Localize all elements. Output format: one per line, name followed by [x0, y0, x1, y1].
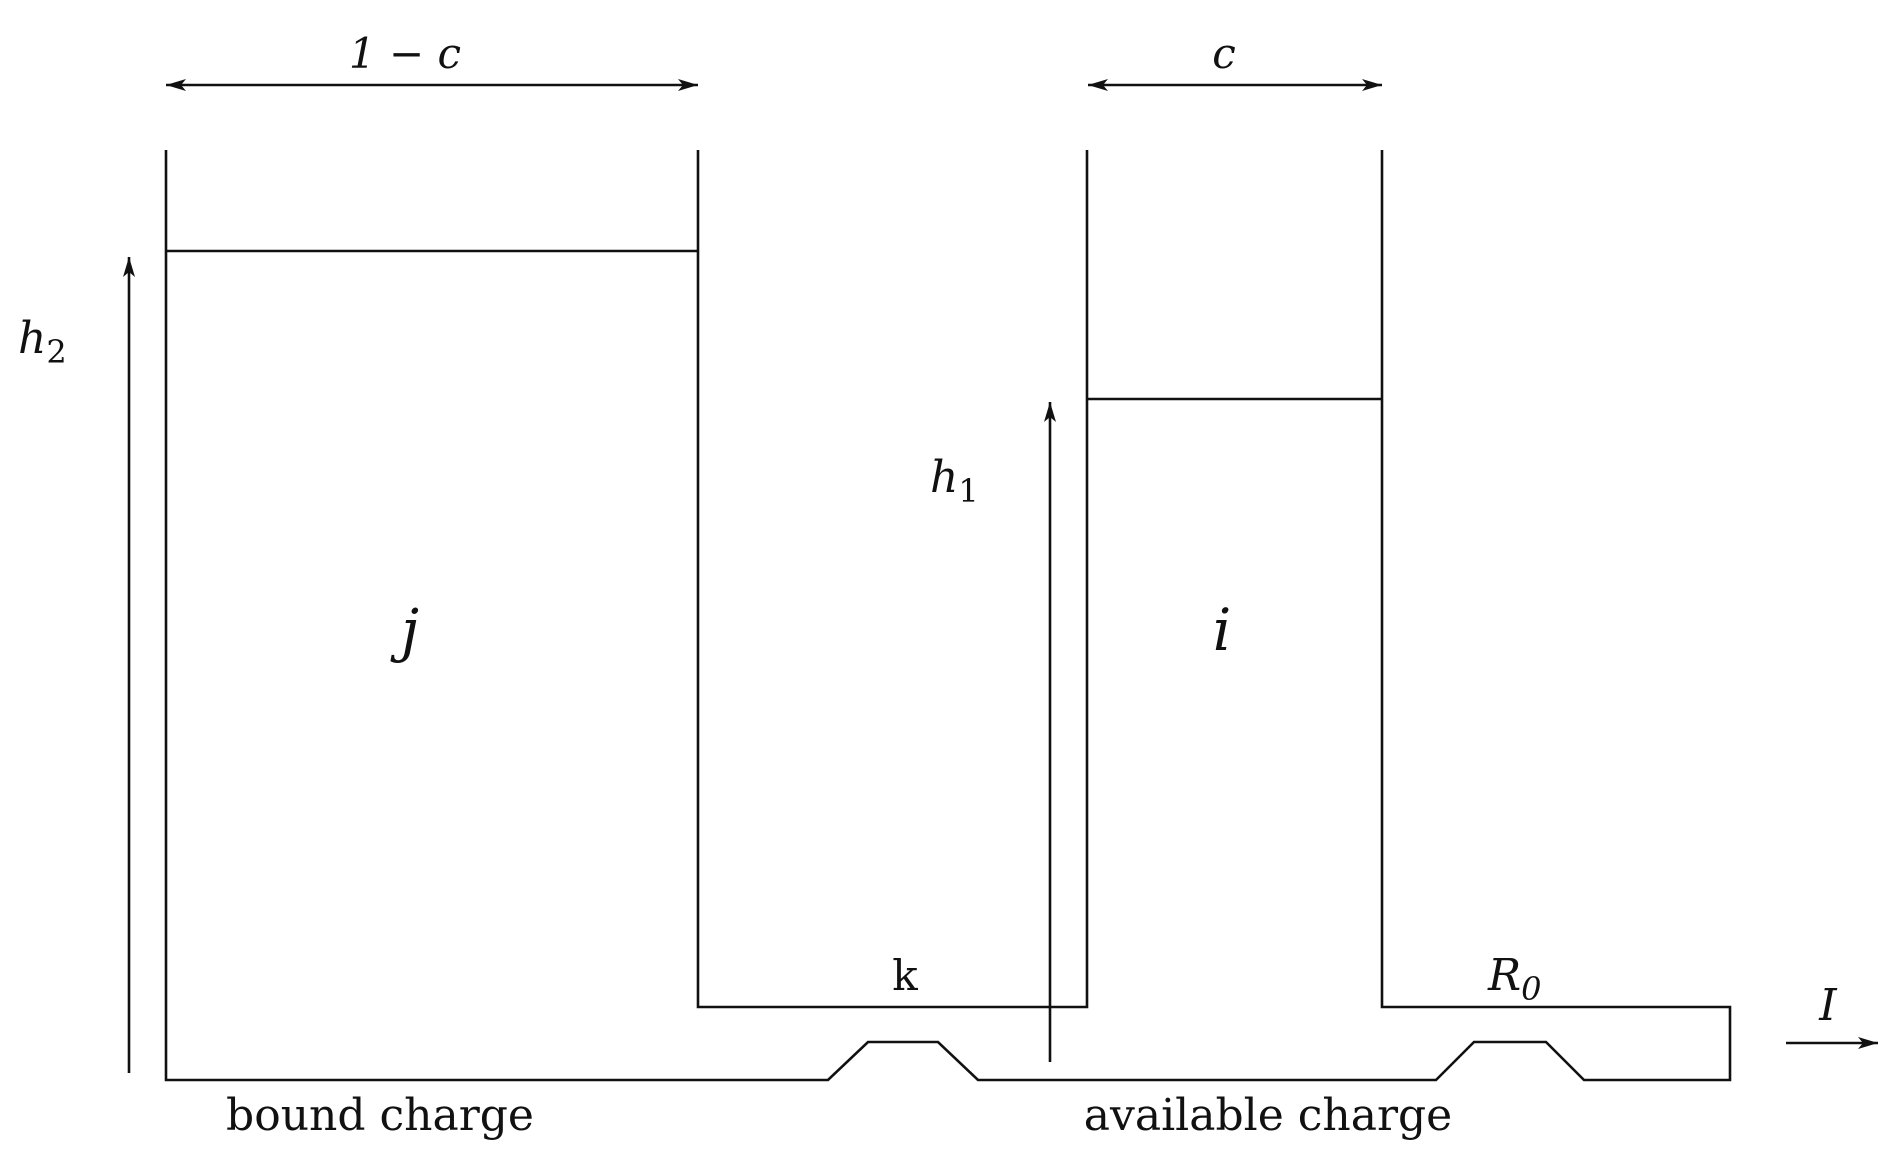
available-well-label: i [1213, 596, 1232, 664]
available-width-label: c [1212, 29, 1236, 78]
available-height-label: h1 [930, 452, 979, 510]
output-current-label: I [1818, 980, 1838, 1031]
bound-well-label: j [390, 596, 419, 664]
resistor-label: R0 [1487, 950, 1542, 1008]
vessel-outline [164, 150, 1732, 1082]
bound-charge-caption: bound charge [226, 1090, 534, 1141]
available-charge-caption: available charge [1084, 1090, 1452, 1141]
inner-channel-wall [696, 150, 1089, 1009]
bound-width-label: 1 − c [349, 29, 461, 78]
bound-height-label: h2 [18, 313, 67, 371]
valve-label: k [892, 951, 918, 1000]
